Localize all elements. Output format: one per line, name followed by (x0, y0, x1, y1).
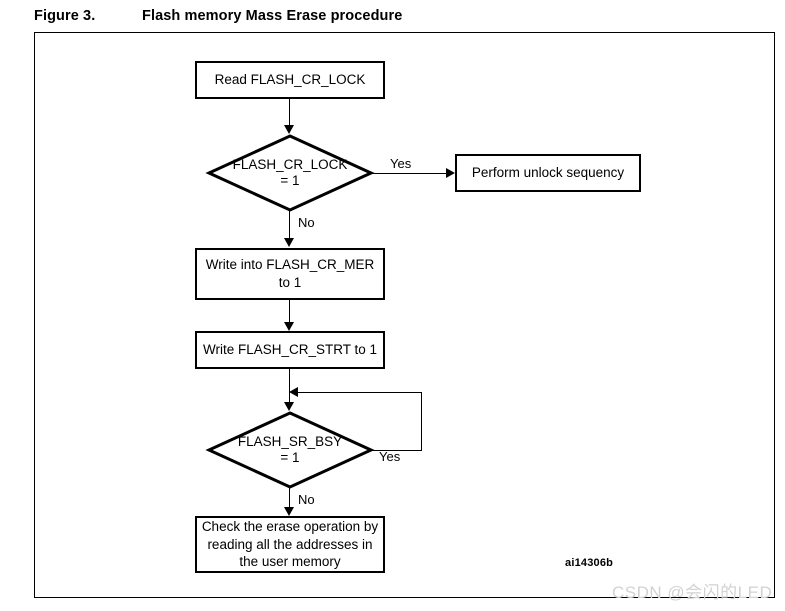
connector-mer-to-strt (289, 300, 290, 322)
check-erase-line1: Check the erase operation by (201, 518, 379, 534)
connector-bsy-yes-up (421, 392, 422, 451)
node-check-erase-operation-label: Check the erase operation by reading all… (202, 518, 378, 571)
figure-id-label: ai14306b (565, 557, 614, 569)
node-check-erase-operation: Check the erase operation by reading all… (195, 516, 385, 573)
figure-number: Figure 3. (34, 8, 96, 24)
diamond-shape-icon (205, 411, 375, 489)
connector-bsy-yes-out (371, 450, 422, 451)
write-mer-line1: Write into FLASH_CR_MER (205, 257, 375, 273)
node-decision-flash-sr-bsy: FLASH_SR_BSY = 1 (205, 411, 375, 489)
node-write-flash-cr-mer: Write into FLASH_CR_MER to 1 (195, 248, 385, 300)
connector-read-to-lock (289, 99, 290, 125)
arrowhead-mer-to-strt (284, 322, 294, 331)
connector-bsy-yes-return (291, 392, 422, 393)
node-write-flash-cr-strt: Write FLASH_CR_STRT to 1 (195, 331, 385, 369)
node-perform-unlock-sequency: Perform unlock sequency (455, 154, 641, 192)
node-read-flash-cr-lock: Read FLASH_CR_LOCK (195, 61, 385, 99)
connector-lock-no (289, 210, 290, 238)
figure-caption: Figure 3. Flash memory Mass Erase procedu… (34, 8, 402, 24)
node-perform-unlock-sequency-label: Perform unlock sequency (471, 165, 625, 181)
arrowhead-strt-to-bsy (284, 402, 294, 411)
connector-bsy-no (289, 487, 290, 507)
node-decision-flash-cr-lock: FLASH_CR_LOCK = 1 (205, 134, 375, 212)
arrowhead-bsy-yes-return (289, 387, 298, 397)
branch-label-yes-bsy: Yes (379, 449, 401, 464)
write-mer-line2: to 1 (278, 275, 302, 290)
arrowhead-lock-no (284, 238, 294, 247)
node-write-flash-cr-mer-label: Write into FLASH_CR_MER to 1 (206, 256, 375, 292)
connector-strt-to-bsy (289, 369, 290, 402)
arrowhead-lock-yes (446, 168, 455, 178)
flowchart-diagram: Read FLASH_CR_LOCK FLASH_CR_LOCK = 1 Yes… (35, 33, 776, 599)
branch-label-no-lock: No (298, 215, 315, 230)
figure-frame: Read FLASH_CR_LOCK FLASH_CR_LOCK = 1 Yes… (34, 32, 775, 598)
node-read-flash-cr-lock-label: Read FLASH_CR_LOCK (214, 72, 366, 88)
branch-label-yes-lock: Yes (390, 156, 412, 171)
figure-title: Flash memory Mass Erase procedure (142, 8, 403, 24)
arrowhead-read-to-lock (284, 125, 294, 134)
branch-label-no-bsy: No (298, 492, 315, 507)
connector-lock-yes (371, 173, 447, 174)
diamond-shape-icon (205, 134, 375, 212)
check-erase-line2: reading all the addresses in (207, 536, 373, 552)
check-erase-line3: the user memory (239, 554, 341, 570)
arrowhead-bsy-no (284, 507, 294, 516)
node-write-flash-cr-strt-label: Write FLASH_CR_STRT to 1 (202, 342, 378, 358)
